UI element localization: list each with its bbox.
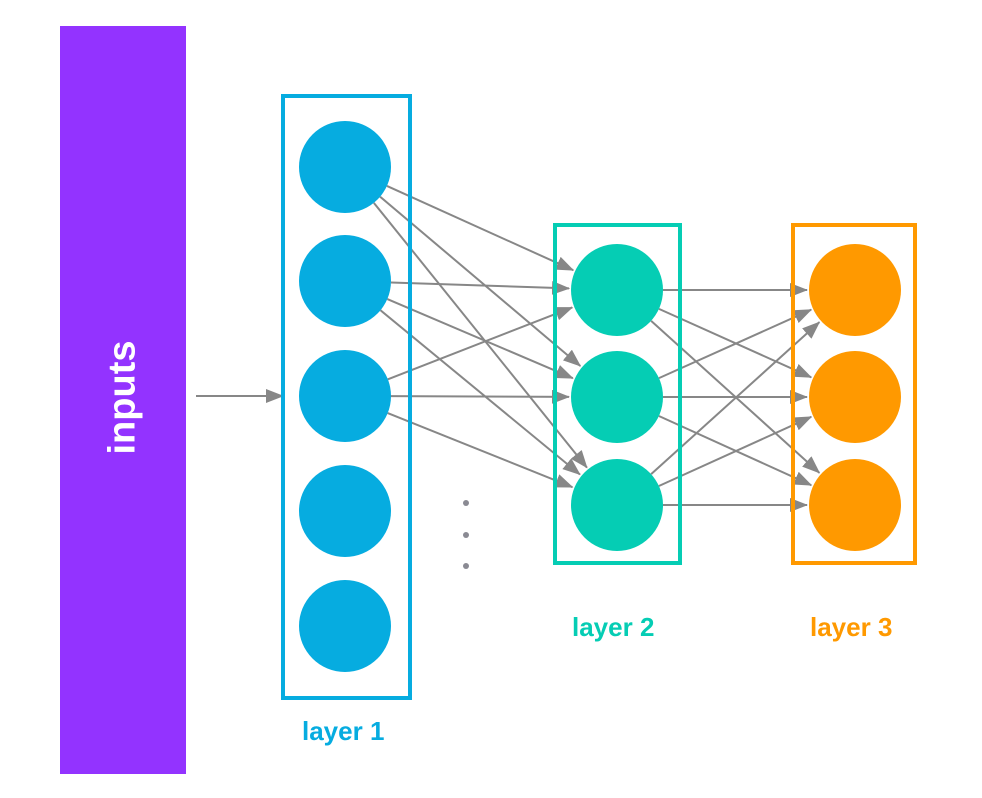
inputs-bar <box>60 26 186 774</box>
layer1-layer2-edge-2-1 <box>390 280 571 295</box>
layer-3-box <box>791 223 917 565</box>
layer-3-node-3 <box>809 459 901 551</box>
ellipsis-dot-2 <box>463 532 469 538</box>
layer-boxes <box>281 94 917 700</box>
layer1-layer2-edge-3-3 <box>387 412 574 489</box>
layer-2-box <box>553 223 682 565</box>
layer-1-node-2 <box>299 235 391 327</box>
layer-1-node-3 <box>299 350 391 442</box>
layer-1-label: layer 1 <box>302 716 385 746</box>
layer-2-node-3 <box>571 459 663 551</box>
connection-edges <box>373 185 821 512</box>
ellipsis-dots <box>463 500 469 569</box>
layer1-layer2-edge-1-2 <box>379 195 582 367</box>
layer-1-box <box>281 94 412 700</box>
layer-1-node-5 <box>299 580 391 672</box>
layer1-layer2-edge-2-2 <box>386 298 574 380</box>
layer2-layer3-edge-2-1 <box>658 308 813 380</box>
layer2-layer3-edge-3-2 <box>658 415 813 487</box>
layer-1-node-1 <box>299 121 391 213</box>
layer-2-node-2 <box>571 351 663 443</box>
layer1-layer2-edge-3-2 <box>390 389 571 404</box>
ellipsis-dot-3 <box>463 563 469 569</box>
layer-3-node-2 <box>809 351 901 443</box>
ellipsis-dot-1 <box>463 500 469 506</box>
layer-nodes <box>299 121 901 672</box>
layer-1-node-4 <box>299 465 391 557</box>
layer-2-node-1 <box>571 244 663 336</box>
layer1-layer2-edge-3-1 <box>387 306 574 381</box>
layer1-layer2-edge-2-3 <box>379 309 581 476</box>
layer-3-node-1 <box>809 244 901 336</box>
layer-2-label: layer 2 <box>572 612 655 642</box>
layer1-layer2-edge-1-1 <box>386 185 575 272</box>
layer-3-label: layer 3 <box>810 612 893 642</box>
